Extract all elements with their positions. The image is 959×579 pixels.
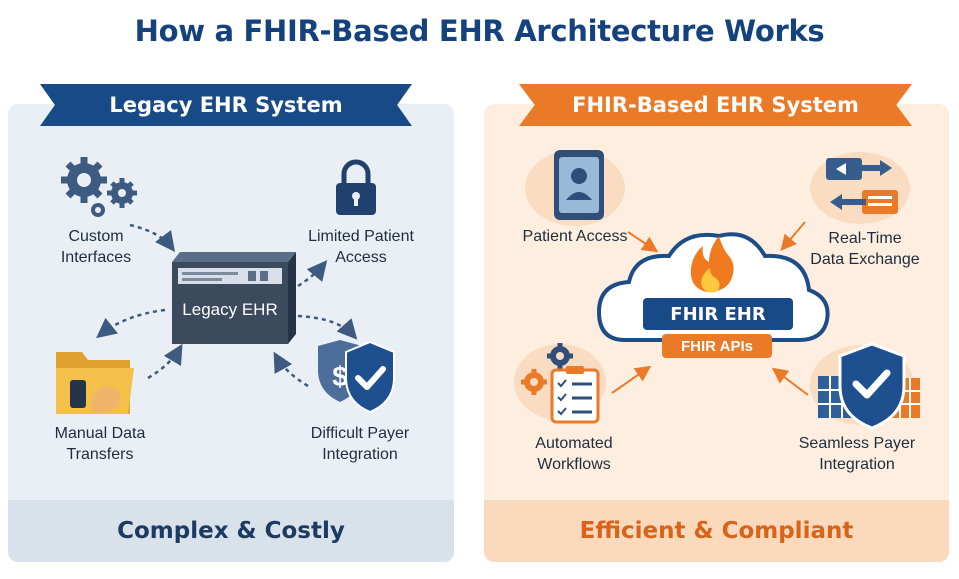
arrow-patient-to-cloud <box>627 231 659 253</box>
flame-icon <box>690 236 734 293</box>
manual-transfers-label: Manual Data Transfers <box>40 423 160 465</box>
data-exchange-icon <box>810 152 910 224</box>
workflows-line2: Workflows <box>537 456 611 473</box>
workflows-label: Automated Workflows <box>514 433 634 475</box>
fhir-footer: Efficient & Compliant <box>484 500 949 562</box>
seamless-payer-line1: Seamless Payer <box>798 435 916 452</box>
custom-interfaces-line1: Custom <box>68 228 124 245</box>
limited-access-line1: Limited Patient <box>308 228 414 245</box>
arrow-custom-to-legacy <box>129 223 176 252</box>
folder-icon <box>56 352 134 414</box>
payer-integration-label: Difficult Payer Integration <box>294 423 426 465</box>
fhir-heading: FHIR-Based EHR System <box>519 84 912 126</box>
patient-access-line: Patient Access <box>522 228 628 245</box>
fhir-apis-badge: FHIR APIs <box>662 334 772 358</box>
seamless-payer-line2: Integration <box>819 456 895 473</box>
realtime-line2: Data Exchange <box>810 251 920 268</box>
patient-access-label: Patient Access <box>510 226 640 247</box>
payer-integration-line2: Integration <box>322 446 398 463</box>
seamless-payer-icon <box>810 342 920 430</box>
page-title: How a FHIR-Based EHR Architecture Works <box>134 14 825 48</box>
manual-transfers-line2: Transfers <box>66 446 134 463</box>
arrow-legacy-to-access <box>297 260 328 288</box>
custom-interfaces-label: Custom Interfaces <box>46 226 146 268</box>
workflows-line1: Automated <box>535 435 613 452</box>
legacy-heading: Legacy EHR System <box>40 84 412 126</box>
limited-access-label: Limited Patient Access <box>296 226 426 268</box>
arrow-manual-to-legacy <box>147 343 183 380</box>
realtime-line1: Real-Time <box>828 230 902 247</box>
arrow-realtime-to-cloud <box>780 221 806 252</box>
arrow-legacy-to-manual <box>96 308 166 339</box>
lock-icon <box>336 159 376 215</box>
custom-interfaces-line2: Interfaces <box>60 249 132 266</box>
legacy-ehr-label: Legacy EHR <box>182 300 278 319</box>
gears-icon <box>61 157 137 217</box>
payer-integration-line1: Difficult Payer <box>310 425 410 442</box>
legacy-footer: Complex & Costly <box>8 500 454 562</box>
fhir-ehr-label: FHIR EHR <box>643 298 793 330</box>
limited-access-line2: Access <box>335 249 387 266</box>
arrow-workflows-to-cloud <box>611 365 652 394</box>
realtime-label: Real-Time Data Exchange <box>800 228 930 270</box>
seamless-payer-label: Seamless Payer Integration <box>790 433 924 475</box>
patient-phone-icon <box>525 150 625 226</box>
svg-text:$: $ <box>332 361 348 392</box>
arrow-legacy-to-payer <box>297 314 358 340</box>
legacy-server-icon <box>172 252 296 344</box>
manual-transfers-line1: Manual Data <box>54 425 146 442</box>
payer-shield-icon: $ <box>318 340 395 414</box>
workflow-icon <box>514 343 606 424</box>
arrow-payer-to-legacy <box>273 351 309 388</box>
arrow-payer-to-cloud <box>771 367 809 396</box>
